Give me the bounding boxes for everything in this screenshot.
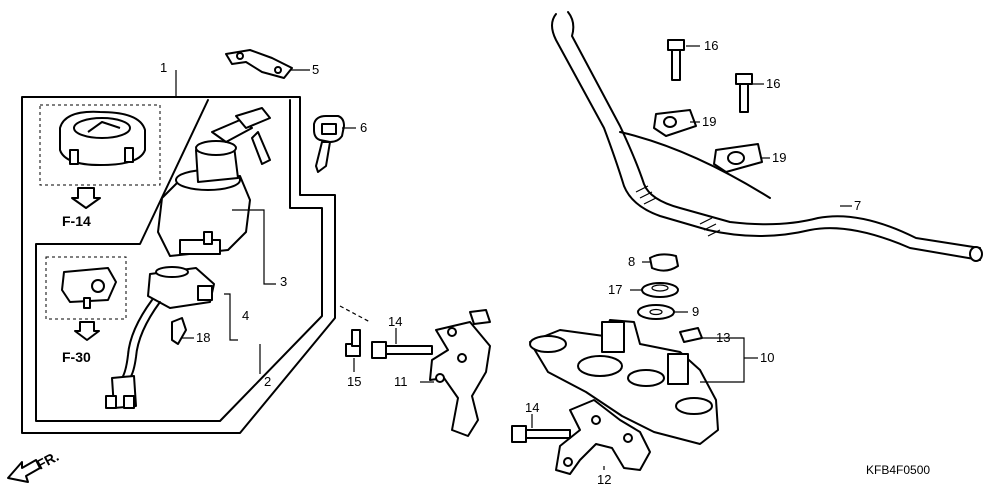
inset-f30-box <box>45 256 127 320</box>
callout-18: 18 <box>196 330 210 345</box>
callouts: 1 2 3 4 5 6 7 8 9 10 11 12 13 14 14 15 1… <box>160 38 861 487</box>
bolt-part-14-a <box>371 341 433 359</box>
callout-12: 12 <box>597 472 611 487</box>
callout-11: 11 <box>394 374 408 389</box>
ignition-switch <box>157 107 271 257</box>
callout-8: 8 <box>628 254 635 269</box>
switch-housing-icon <box>61 267 117 309</box>
leader-lines <box>175 45 852 470</box>
washer-part-17 <box>641 282 679 298</box>
callout-19-b: 19 <box>772 150 786 165</box>
callout-19-a: 19 <box>702 114 716 129</box>
callout-17: 17 <box>608 282 622 297</box>
callout-16-a: 16 <box>704 38 718 53</box>
inset-f14: F-14 <box>39 104 161 229</box>
bracket-part-11 <box>429 309 491 437</box>
bracket-part-5 <box>225 49 293 79</box>
ref-f14: F-14 <box>62 213 91 229</box>
clip-part-13 <box>679 327 703 343</box>
callout-9: 9 <box>692 304 699 319</box>
callout-1: 1 <box>160 60 167 75</box>
arrow-front-icon <box>7 459 41 483</box>
ref-f30: F-30 <box>62 349 91 365</box>
front-direction-indicator: FR. <box>7 448 61 483</box>
callout-14-a: 14 <box>388 314 402 329</box>
kit-outline <box>21 96 336 434</box>
handlebar-pipe <box>551 11 983 262</box>
washer-part-9 <box>637 304 675 320</box>
handlebar-switch <box>105 266 215 409</box>
arrow-down-icon <box>74 321 100 341</box>
fuel-cap-icon <box>59 110 146 166</box>
callout-7: 7 <box>854 198 861 213</box>
top-bridge <box>529 319 719 445</box>
screw-part-18 <box>171 317 187 345</box>
diagram-code: KFB4F0500 <box>866 463 930 477</box>
arrow-down-icon <box>71 187 101 209</box>
callout-4: 4 <box>242 308 249 323</box>
inset-f30: F-30 <box>45 256 127 365</box>
inset-f14-box <box>39 104 161 186</box>
key-icon <box>313 115 345 173</box>
callout-3: 3 <box>280 274 287 289</box>
bolt-part-16-a <box>667 39 685 81</box>
screw-part-15 <box>345 329 361 357</box>
bolt-part-14-b <box>511 425 571 443</box>
holder-part-19-b <box>713 143 763 173</box>
nut-part-8 <box>649 253 679 272</box>
bolt-part-16-b <box>735 73 753 113</box>
callout-15: 15 <box>347 374 361 389</box>
callout-14-b: 14 <box>525 400 539 415</box>
callout-13: 13 <box>716 330 730 345</box>
callout-6: 6 <box>360 120 367 135</box>
callout-5: 5 <box>312 62 319 77</box>
holder-part-19-a <box>653 109 697 137</box>
callout-10: 10 <box>760 350 774 365</box>
bracket-part-12 <box>555 399 651 475</box>
callout-2: 2 <box>264 374 271 389</box>
callout-16-b: 16 <box>766 76 780 91</box>
